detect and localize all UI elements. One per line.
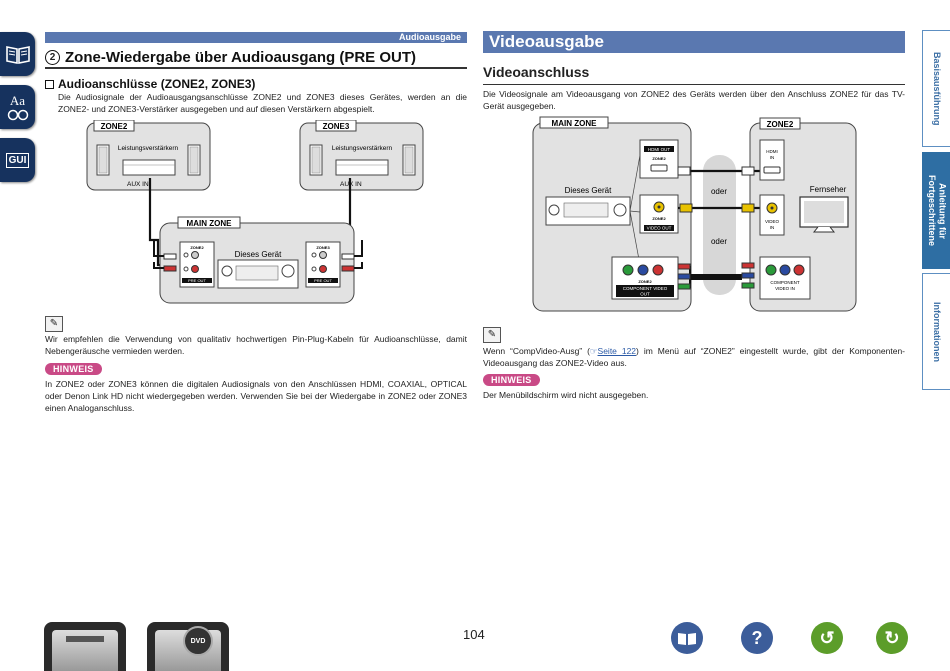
hinweis-text-right: Der Menübildschirm wird nicht ausgegeben… — [483, 390, 649, 400]
page-ref-icon: ☞ — [589, 346, 598, 356]
tab-basis-label: Basisausführung — [932, 51, 943, 126]
glasses-icon — [7, 109, 28, 120]
checkbox-icon — [45, 79, 54, 89]
video-title-wrap: Videoanschluss — [483, 62, 905, 85]
video-note-post: ) im Menü auf “ZONE2” eingestellt wurde,… — [483, 346, 906, 368]
back-arrow: ↺ — [819, 627, 835, 648]
pencil-note-icon: ✎ — [45, 316, 63, 332]
svg-text:ZONE2: ZONE2 — [190, 245, 204, 250]
forward-arrow: ↻ — [884, 627, 900, 648]
help-icon[interactable]: ? — [741, 622, 773, 654]
page-title: Zone-Wiedergabe über Audioausgang (PRE O… — [65, 48, 416, 66]
main-zone-label-video: MAIN ZONE — [552, 119, 598, 128]
zone2-label: ZONE2 — [101, 122, 128, 131]
amp-label-z3: Leistungsverstärkern — [332, 145, 393, 152]
svg-text:IN: IN — [770, 155, 775, 160]
video-connection-diagram: MAIN ZONE ZONE2 oder oder Dieses Gerät H… — [532, 116, 857, 312]
tv-label: Fernseher — [810, 185, 847, 194]
svg-text:ZONE3: ZONE3 — [316, 245, 330, 250]
hinweis-badge-left: HINWEIS — [45, 363, 102, 375]
svg-text:VIDEO OUT: VIDEO OUT — [647, 226, 672, 231]
device-thumbnail-2[interactable]: DVD — [147, 622, 229, 671]
oder-1: oder — [711, 187, 727, 196]
zone3-box — [299, 122, 424, 191]
audio-connection-diagram: ZONE2 Leistungsverstärkern AUX IN ZONE3 … — [86, 120, 424, 304]
page-number: 104 — [463, 627, 485, 642]
svg-text:VIDEO: VIDEO — [765, 219, 780, 224]
svg-text:ZONE2: ZONE2 — [638, 279, 652, 284]
svg-text:HDMI: HDMI — [766, 149, 778, 154]
svg-text:PRE OUT: PRE OUT — [314, 278, 332, 283]
number-circle: 2 — [45, 49, 60, 65]
video-title: Videoanschluss — [483, 64, 590, 80]
svg-text:IN: IN — [770, 225, 775, 230]
subtitle: Audioanschlüsse (ZONE2, ZONE3) — [45, 77, 467, 91]
video-note: Wenn “CompVideo-Ausg” (☞Seite 122) im Me… — [483, 345, 905, 369]
video-note-pre: Wenn “CompVideo-Ausg” ( — [483, 346, 590, 356]
svg-text:OUT: OUT — [640, 292, 650, 297]
svg-text:PRE OUT: PRE OUT — [188, 278, 206, 283]
svg-text:HDMI OUT: HDMI OUT — [648, 147, 670, 152]
device-label-video: Dieses Gerät — [565, 186, 612, 195]
svg-text:COMPONENT VIDEO: COMPONENT VIDEO — [623, 286, 668, 291]
subtitle-text: Audioanschlüsse (ZONE2, ZONE3) — [58, 77, 256, 91]
device-thumbnail-1[interactable] — [44, 622, 126, 671]
hinweis-badge-right: HINWEIS — [483, 374, 540, 386]
tab-basis[interactable]: Basisausführung — [922, 30, 950, 147]
aux-label-z2: AUX IN — [127, 181, 149, 188]
zone2-label-video: ZONE2 — [767, 120, 794, 129]
zone3-label: ZONE3 — [323, 122, 350, 131]
gui-icon: GUI — [5, 152, 30, 168]
svg-text:COMPONENT: COMPONENT — [770, 280, 800, 285]
amp-label-z2: Leistungsverstärkern — [118, 145, 179, 152]
oder-band — [703, 155, 736, 295]
section-label: Audioausgabe — [45, 32, 467, 43]
index-tab[interactable]: Aa — [0, 85, 35, 129]
contents-tab[interactable] — [0, 32, 35, 76]
gui-tab[interactable]: GUI — [0, 138, 35, 182]
disc-icon: DVD — [183, 626, 213, 656]
main-zone-label: MAIN ZONE — [187, 219, 233, 228]
oder-2: oder — [711, 237, 727, 246]
tab-fortgeschrittene[interactable]: Anleitung für Fortgeschrittene — [922, 152, 950, 269]
index-label: Aa — [9, 92, 26, 108]
svg-text:VIDEO IN: VIDEO IN — [775, 286, 795, 291]
hinweis-text-left: In ZONE2 oder ZONE3 können die digitalen… — [45, 379, 467, 413]
zone2-box — [86, 122, 211, 191]
back-icon[interactable]: ↺ — [811, 622, 843, 654]
intro-text: Die Audiosignale der Audioausgangsanschl… — [58, 92, 467, 114]
pencil-note-icon-right: ✎ — [483, 327, 501, 343]
section-title: 2 Zone-Wiedergabe über Audioausgang (PRE… — [45, 47, 467, 69]
book-glyph — [678, 633, 696, 645]
forward-icon[interactable]: ↻ — [876, 622, 908, 654]
note-text: Wir empfehlen die Verwendung von qualita… — [45, 334, 467, 356]
page-link[interactable]: Seite 122 — [597, 346, 637, 356]
video-intro: Die Videosignale am Videoausgang von ZON… — [483, 89, 905, 111]
device-label: Dieses Gerät — [235, 250, 282, 259]
tab-fortgeschrittene-label: Anleitung für Fortgeschrittene — [927, 174, 948, 246]
svg-text:ZONE2: ZONE2 — [652, 216, 666, 221]
question-mark: ? — [751, 627, 763, 648]
tab-informationen-label: Informationen — [932, 301, 943, 362]
book-icon[interactable] — [671, 622, 703, 654]
tab-informationen[interactable]: Informationen — [922, 273, 950, 390]
video-banner: Videoausgabe — [483, 31, 905, 53]
book-open-icon — [5, 46, 30, 64]
svg-text:ZONE2: ZONE2 — [652, 156, 666, 161]
